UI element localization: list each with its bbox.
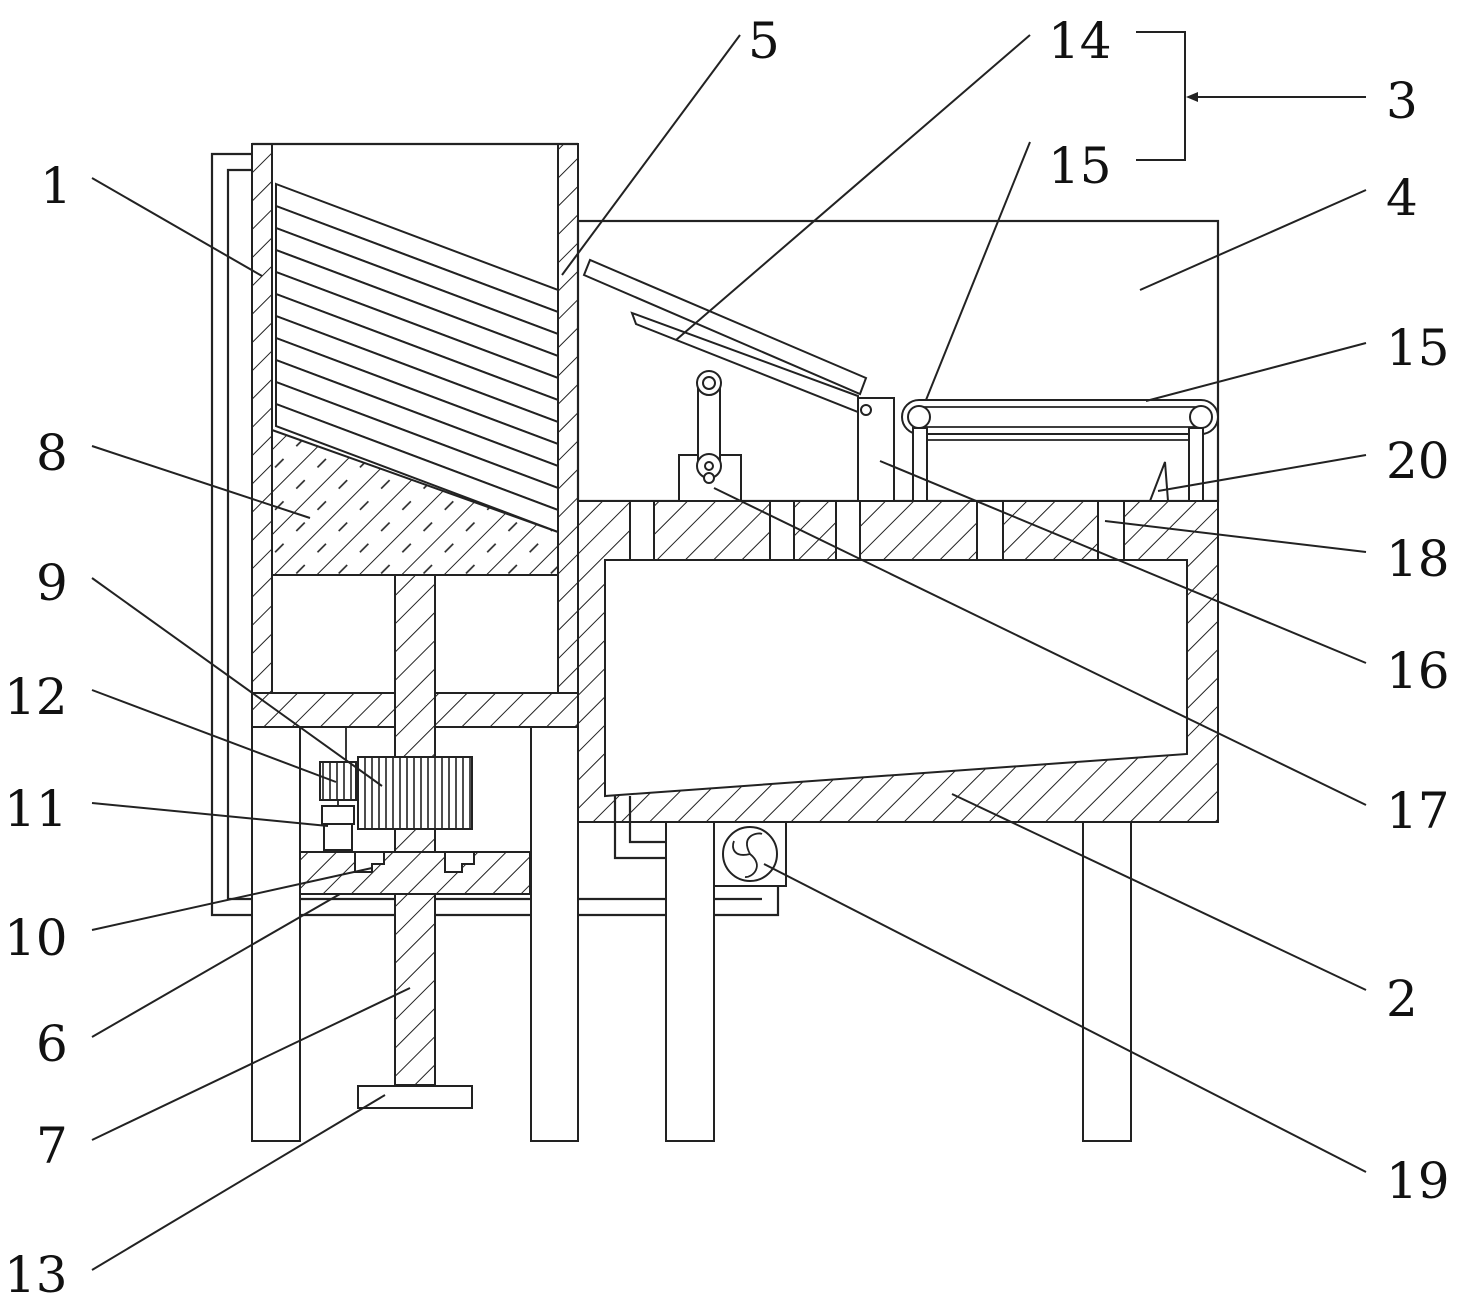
conveyor: [902, 400, 1218, 501]
callout-13: 13: [4, 1246, 68, 1304]
tilting-chute: [584, 260, 894, 501]
callout-14: 14: [1048, 12, 1112, 70]
callout-1: 1: [40, 157, 72, 215]
callout-19: 19: [1386, 1152, 1450, 1210]
callout-11: 11: [4, 780, 68, 838]
callout-6: 6: [36, 1015, 68, 1073]
callout-7: 7: [36, 1117, 68, 1175]
callout-3: 3: [1386, 72, 1418, 130]
callout-15-right: 15: [1386, 319, 1450, 377]
callout-2: 2: [1386, 970, 1418, 1028]
callout-16: 16: [1386, 642, 1450, 700]
callout-5: 5: [748, 12, 780, 70]
callout-17: 17: [1386, 782, 1450, 840]
callout-9: 9: [36, 554, 68, 612]
callout-12: 12: [4, 668, 68, 726]
callout-15-top: 15: [1048, 137, 1112, 195]
callout-20: 20: [1386, 432, 1450, 490]
callout-4: 4: [1386, 169, 1418, 227]
callout-8: 8: [36, 424, 68, 482]
callout-10: 10: [4, 909, 68, 967]
callout-18: 18: [1386, 530, 1450, 588]
